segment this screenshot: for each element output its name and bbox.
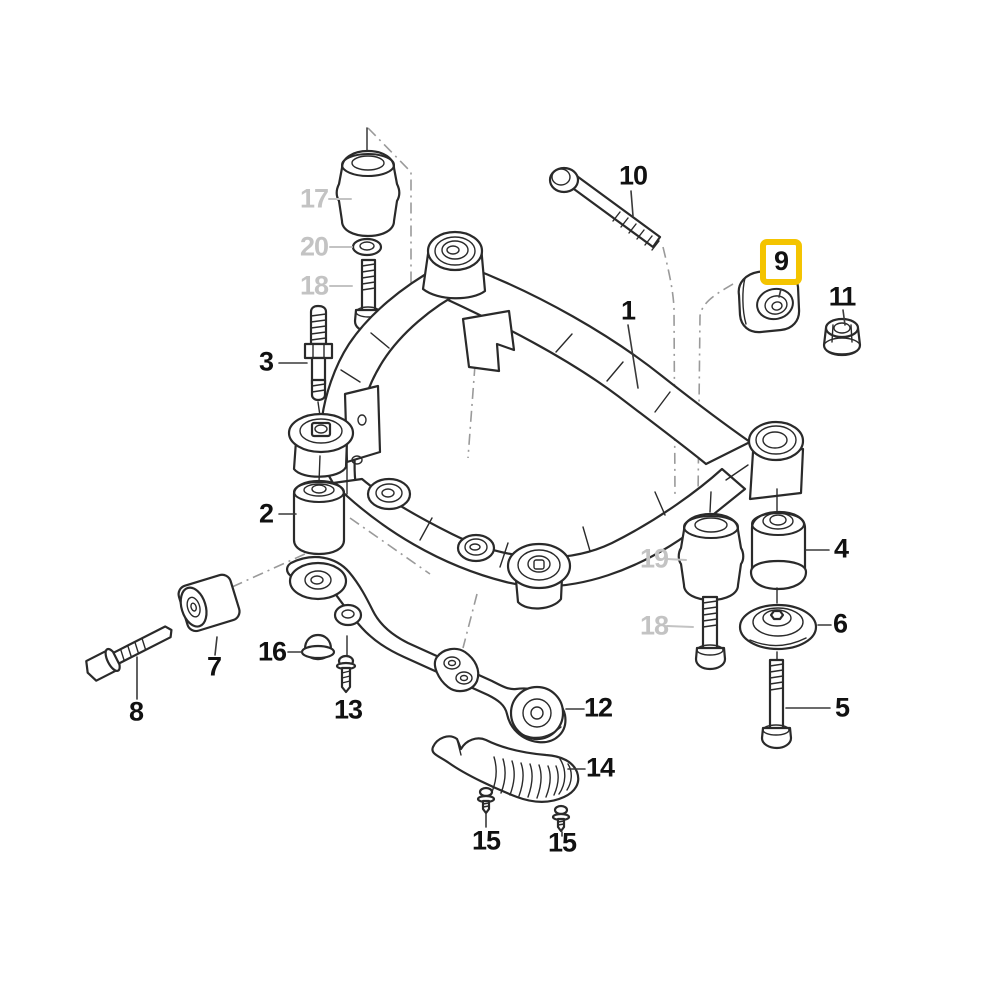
grommet-16 [300,633,336,661]
stud-3 [303,304,334,417]
part-label[interactable]: 7 [206,651,222,682]
bolt-8 [85,625,173,682]
subframe [287,230,805,610]
part-label[interactable]: 10 [618,160,648,191]
part-label[interactable]: 8 [128,696,144,727]
part-label[interactable]: 11 [828,281,857,312]
part-label[interactable]: 4 [833,533,849,564]
bolt-5 [760,658,793,750]
dashed-guides [231,127,734,649]
washer-6 [738,603,818,661]
screw-15-right [551,804,571,833]
part-label[interactable]: 16 [257,636,287,667]
part-label[interactable]: 13 [333,694,363,725]
crossbrace-12 [286,556,567,744]
screw-15-left [476,786,496,815]
part-label[interactable]: 14 [585,752,615,783]
part-label[interactable]: 15 [547,827,577,858]
bolt-10 [548,166,662,251]
part-label[interactable]: 6 [832,608,848,639]
bushing-2 [292,479,346,556]
part-label[interactable]: 5 [834,692,850,723]
bushing-7 [177,573,241,633]
part-label[interactable]: 18 [639,610,669,641]
part-label[interactable]: 15 [471,825,501,856]
bushing-19 [677,512,745,602]
heatshield-14 [431,735,580,803]
part-label[interactable]: 19 [639,543,669,574]
bolt-18-right [694,595,727,671]
screw-13 [335,635,357,694]
leader-lines [136,190,846,837]
part-label[interactable]: 3 [258,346,274,377]
part-label[interactable]: 2 [258,498,274,529]
bushing-4 [749,510,808,604]
part-label-highlighted[interactable]: 9 [759,239,803,285]
part-label[interactable]: 20 [299,231,329,262]
part-label[interactable]: 12 [583,692,613,723]
part-label[interactable]: 1 [620,295,636,326]
nut-11 [822,317,862,357]
part-label[interactable]: 17 [299,183,329,214]
bushing-17 [335,127,401,238]
part-label[interactable]: 18 [299,270,329,301]
